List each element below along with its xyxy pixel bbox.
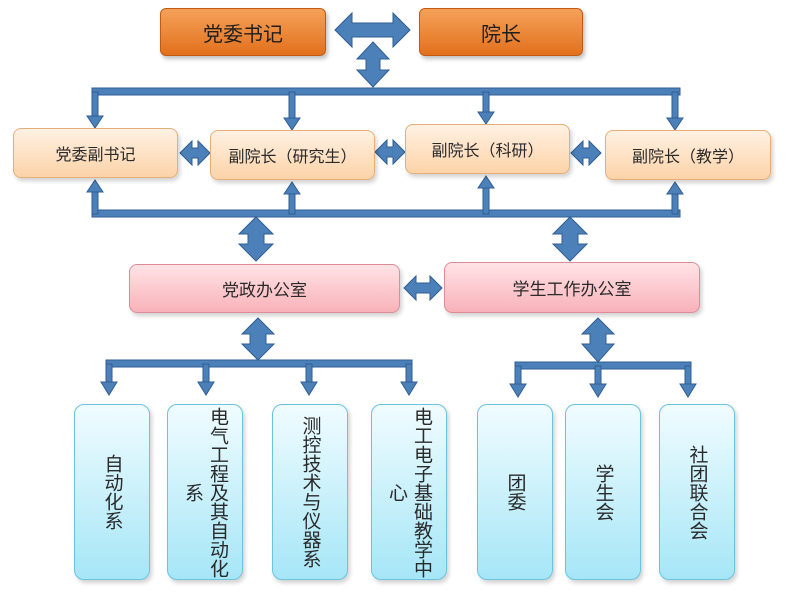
electrical-eng-dept-box: 电气工程及其自动化系 bbox=[167, 404, 243, 580]
bus-line bbox=[91, 87, 681, 96]
arrow-head-icon bbox=[509, 383, 527, 398]
bus-line bbox=[514, 361, 692, 370]
party-secretary-box: 党委书记 bbox=[160, 8, 326, 56]
bus-line bbox=[684, 365, 692, 387]
bus-line bbox=[288, 191, 296, 215]
party-admin-office-box: 党政办公室 bbox=[129, 264, 400, 313]
arrow-head-icon bbox=[86, 115, 104, 129]
club-federation-box: 社团联合会 bbox=[659, 404, 735, 580]
vice-president-teaching-box: 副院长（教学） bbox=[605, 130, 771, 180]
measurement-instrument-dept-box: 测控技术与仪器系 bbox=[272, 404, 348, 580]
double-arrow-icon bbox=[179, 139, 211, 167]
bus-line bbox=[288, 91, 296, 121]
vice-president-graduate-box: 副院长（研究生） bbox=[210, 130, 375, 180]
electrotechnics-center-box: 电工电子基础教学中心 bbox=[371, 404, 447, 580]
arrow-head-icon bbox=[283, 117, 301, 131]
bus-line bbox=[91, 209, 681, 218]
arrow-head-icon bbox=[400, 381, 418, 396]
bus-line bbox=[91, 189, 99, 215]
double-arrow-icon bbox=[580, 317, 616, 363]
bus-line bbox=[671, 91, 679, 121]
deputy-party-secretary-box: 党委副书记 bbox=[13, 128, 178, 178]
student-union-box: 学生会 bbox=[565, 404, 641, 580]
double-arrow-icon bbox=[355, 41, 391, 88]
bus-line bbox=[594, 365, 602, 387]
automation-dept-box: 自动化系 bbox=[74, 404, 150, 580]
bus-line bbox=[514, 365, 522, 387]
double-arrow-icon bbox=[374, 138, 406, 166]
youth-league-box: 团委 bbox=[477, 404, 553, 580]
double-arrow-icon bbox=[240, 317, 276, 361]
bus-line bbox=[405, 363, 413, 385]
bus-line bbox=[305, 363, 313, 385]
arrow-head-icon bbox=[477, 111, 495, 125]
double-arrow-icon bbox=[403, 274, 443, 302]
bus-line bbox=[105, 359, 413, 368]
arrow-head-icon bbox=[100, 381, 118, 396]
arrow-head-icon bbox=[666, 181, 684, 195]
double-arrow-icon bbox=[551, 216, 589, 262]
double-arrow-icon bbox=[334, 11, 411, 49]
double-arrow-icon bbox=[570, 139, 602, 167]
arrow-head-icon bbox=[197, 381, 215, 396]
arrow-head-icon bbox=[300, 381, 318, 396]
arrow-head-icon bbox=[86, 179, 104, 193]
bus-line bbox=[482, 91, 490, 115]
arrow-head-icon bbox=[679, 383, 697, 398]
bus-line bbox=[91, 91, 99, 119]
vice-president-research-box: 副院长（科研） bbox=[405, 124, 570, 174]
president-box: 院长 bbox=[419, 8, 583, 56]
arrow-head-icon bbox=[589, 383, 607, 398]
student-affairs-office-box: 学生工作办公室 bbox=[444, 262, 700, 313]
bus-line bbox=[671, 191, 679, 215]
arrow-head-icon bbox=[477, 175, 495, 189]
bus-line bbox=[202, 363, 210, 385]
double-arrow-icon bbox=[237, 216, 275, 262]
bus-line bbox=[482, 185, 490, 215]
arrow-head-icon bbox=[666, 117, 684, 131]
arrow-head-icon bbox=[283, 181, 301, 195]
bus-line bbox=[105, 363, 113, 385]
